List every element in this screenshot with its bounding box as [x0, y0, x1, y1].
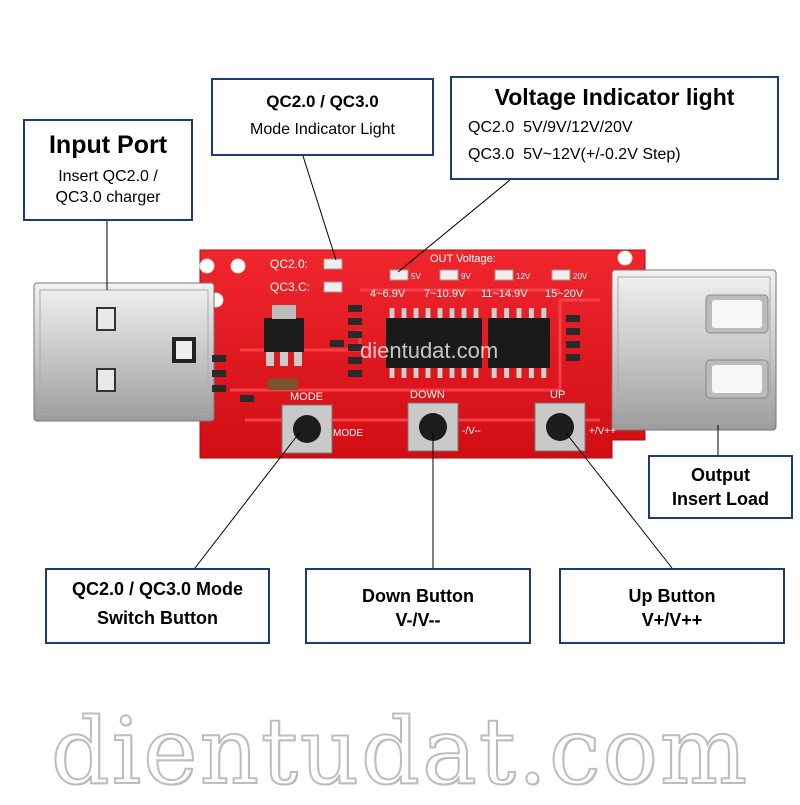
range-label: 15~20V — [545, 288, 584, 300]
button-silk-sub: MODE — [333, 428, 363, 439]
button-silk-label: DOWN — [410, 389, 445, 401]
led-label: 12V — [516, 272, 531, 281]
mode-leds — [323, 258, 343, 293]
callout-title: QC2.0 / QC3.0 — [266, 92, 379, 111]
callout-line: V+/V++ — [641, 610, 703, 630]
usb-output-connector — [611, 269, 777, 431]
callout-line: QC3.0 charger — [55, 189, 161, 206]
up-button-graphic — [534, 402, 586, 452]
callout-line: Insert Load — [671, 489, 769, 509]
button-silk-label: MODE — [290, 391, 323, 403]
callout-title: Voltage Indicator light — [494, 84, 735, 110]
page-watermark: dientudat.com — [50, 697, 750, 805]
led-label: 5V — [411, 272, 421, 281]
usb-input-connector — [33, 282, 215, 422]
qc30-silk-label: QC3.C: — [270, 280, 310, 294]
callout-line: QC2.0 5V/9V/12V/20V — [468, 119, 633, 136]
led-label: 20V — [573, 272, 588, 281]
range-label: 7~10.9V — [424, 288, 466, 300]
callout-line: Up Button — [628, 586, 716, 606]
mount-hole — [199, 258, 215, 274]
qc20-silk-label: QC2.0: — [270, 257, 308, 271]
callout-up-button: Up Button V+/V++ — [559, 568, 785, 644]
ic-chip-left — [386, 308, 482, 378]
callout-voltage-light: Voltage Indicator light QC2.0 5V/9V/12V/… — [450, 76, 779, 180]
callout-line: Down Button — [362, 586, 474, 606]
leader-lines — [106, 155, 719, 569]
ic-chip-right — [488, 308, 550, 378]
led-label: 9V — [461, 272, 471, 281]
callout-title: Input Port — [48, 131, 168, 159]
callout-line: V-/V-- — [395, 610, 441, 630]
callout-line: QC2.0 / QC3.0 Mode — [71, 579, 244, 599]
callout-line: Mode Indicator Light — [250, 121, 395, 138]
callout-line: Switch Button — [97, 608, 218, 628]
callout-line: QC3.0 5V~12V(+/-0.2V Step) — [468, 146, 681, 163]
callout-mode-button: QC2.0 / QC3.0 Mode Switch Button — [45, 568, 270, 644]
callout-output: Output Insert Load — [648, 455, 793, 519]
callout-input-port: Input Port Insert QC2.0 / QC3.0 charger — [23, 119, 193, 221]
button-silk-sub: -/V-- — [462, 426, 481, 437]
callout-mode-light: QC2.0 / QC3.0 Mode Indicator Light — [211, 78, 434, 156]
voltage-leds — [389, 269, 571, 281]
button-silk-sub: +/V++ — [589, 426, 616, 437]
mount-hole — [230, 258, 246, 274]
passive-components — [212, 305, 580, 402]
range-label: 4~6.9V — [370, 288, 406, 300]
callout-line: Output — [691, 465, 750, 485]
button-silk-label: UP — [550, 389, 565, 401]
callout-line: Insert QC2.0 / — [58, 168, 158, 185]
out-voltage-silk: OUT Voltage: — [430, 253, 496, 265]
range-label: 11~14.9V — [481, 288, 528, 300]
regulator-chip — [264, 305, 304, 366]
callout-down-button: Down Button V-/V-- — [305, 568, 531, 644]
mount-hole — [617, 250, 633, 266]
board-watermark: dientudat.com — [360, 338, 498, 363]
